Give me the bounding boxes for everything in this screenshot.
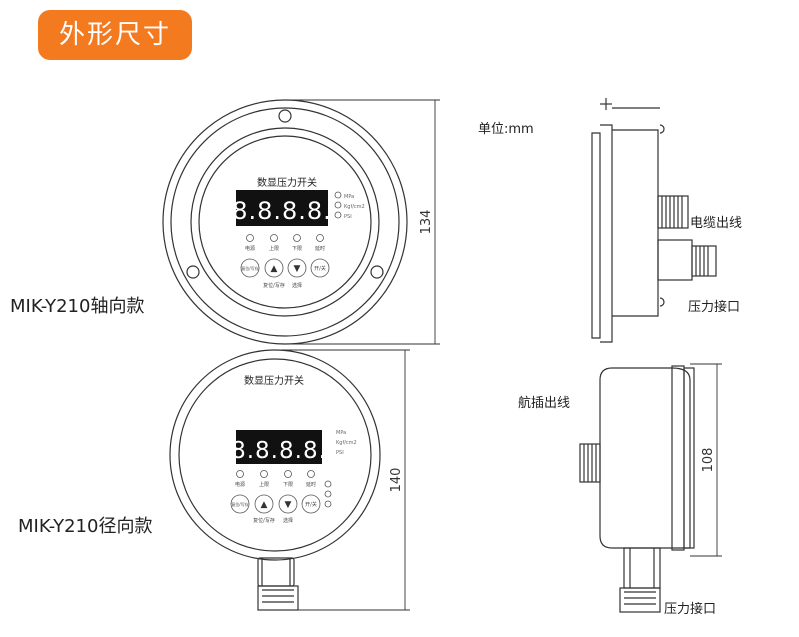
- model-label-radial: MIK-Y210径向款: [18, 516, 153, 537]
- panel-title-radial: 数显压力开关: [244, 374, 304, 387]
- panel-title-axial: 数显压力开关: [257, 176, 317, 189]
- led-label-power: 电源: [245, 245, 255, 252]
- dim-label-140: 140: [389, 468, 404, 493]
- dim-label-108: 108: [701, 448, 716, 473]
- button-reset-axial: 复位/写存: [241, 265, 258, 271]
- radial-front-view: [169, 349, 381, 611]
- mount-hole: [278, 109, 292, 123]
- radial-side-view: [579, 365, 695, 613]
- mount-hole: [370, 265, 384, 279]
- button-up-axial: ▲: [271, 264, 278, 274]
- button-caption-select-axial: 选择: [292, 282, 302, 289]
- button-caption-reset-radial: 复位/写存: [253, 517, 275, 524]
- callout-pressure-port-top: 压力接口: [688, 300, 741, 315]
- unit-label: 单位:mm: [478, 122, 534, 137]
- unit-led-kgf-radial: Kgf/cm2: [336, 440, 357, 446]
- button-onoff-radial: 开/关: [305, 501, 317, 508]
- unit-led-mpa-radial: MPa: [336, 430, 346, 436]
- dim-line-140: [275, 349, 410, 611]
- button-reset-radial: 复位/写存: [231, 501, 248, 507]
- button-caption-select-radial: 选择: [283, 517, 293, 524]
- button-onoff-axial: 开/关: [314, 265, 326, 272]
- display-digits-axial: 8.8.8.8.: [232, 197, 332, 225]
- led-label-lower: 下限: [292, 245, 302, 252]
- dim-label-134: 134: [419, 210, 434, 235]
- axial-side-view: [591, 98, 717, 343]
- digital-display-radial: [236, 430, 322, 464]
- led-label-lower-radial: 下限: [283, 481, 293, 488]
- button-up-radial: ▲: [261, 500, 268, 510]
- mount-hole: [186, 265, 200, 279]
- led-label-delay: 延时: [315, 245, 325, 252]
- button-caption-reset-axial: 复位/写存: [263, 282, 285, 289]
- unit-led-psi-radial: PSI: [336, 450, 344, 456]
- led-label-upper: 上限: [269, 245, 279, 252]
- dim-line-108: [690, 363, 722, 557]
- digital-display-axial: [236, 190, 328, 226]
- section-title: 外形尺寸: [38, 10, 192, 60]
- button-down-radial: ▼: [285, 500, 292, 510]
- callout-aviation-plug: 航插出线: [518, 396, 571, 411]
- unit-led-psi: PSI: [344, 214, 352, 220]
- callout-pressure-port-bottom: 压力接口: [664, 602, 717, 617]
- led-label-upper-radial: 上限: [259, 481, 269, 488]
- radial-panel: 数显压力开关 8.8.8.8. MPa Kgf/cm2 PSI 电源 上限 下限…: [230, 374, 357, 524]
- model-label-axial: MIK-Y210轴向款: [10, 296, 145, 317]
- dim-line-134: [285, 99, 440, 345]
- led-label-power-radial: 电源: [235, 481, 245, 488]
- callout-cable-outlet: 电缆出线: [690, 216, 743, 231]
- display-digits-radial: 8.8.8.8.: [231, 438, 327, 464]
- axial-panel: 数显压力开关 8.8.8.8. MPa Kgf/cm2 PSI 电源 上限 下限…: [232, 176, 365, 289]
- button-down-axial: ▼: [294, 264, 301, 274]
- led-label-delay-radial: 延时: [306, 481, 316, 488]
- unit-led-mpa: MPa: [344, 194, 354, 200]
- unit-led-kgf: Kgf/cm2: [344, 204, 365, 210]
